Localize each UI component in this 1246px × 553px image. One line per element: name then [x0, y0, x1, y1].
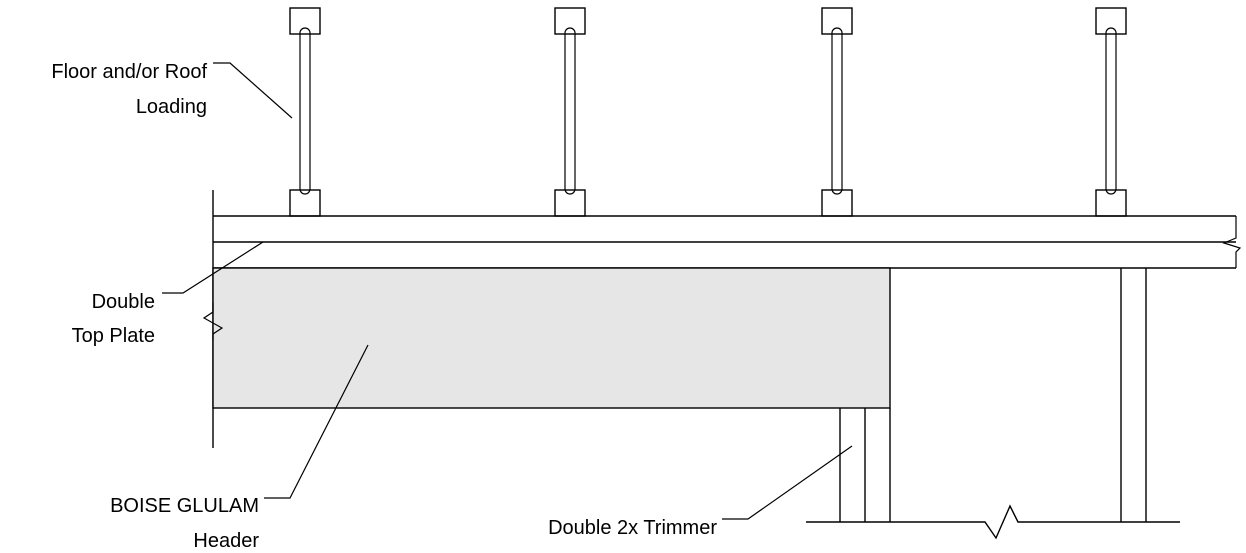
glulam-header: [212, 267, 891, 409]
header-leader: [264, 344, 369, 499]
loading-label-line2: Loading: [136, 96, 207, 118]
double-top-plate: [213, 215, 1242, 269]
wall-stud: [1120, 268, 1147, 522]
header-break-mark: [202, 303, 224, 340]
plate-label-line2: Top Plate: [72, 325, 155, 347]
header-label-line1: BOISE GLULAM: [110, 495, 259, 517]
double-2x-trimmer: [839, 408, 891, 522]
joist-3: [821, 7, 853, 217]
loading-leader: [213, 62, 293, 119]
trimmer-label: Double 2x Trimmer: [548, 517, 717, 539]
bottom-plate-line: [806, 504, 1180, 540]
joist-1: [289, 7, 321, 217]
trimmer-leader: [722, 445, 853, 520]
joist-4: [1095, 7, 1127, 217]
loading-label-line1: Floor and/or Roof: [51, 61, 207, 83]
plate-break-mark: [1222, 216, 1242, 268]
header-label-line2: Header: [193, 530, 259, 552]
plate-leader: [162, 241, 264, 294]
joist-2: [554, 7, 586, 217]
plate-label-line1: Double: [92, 291, 155, 313]
